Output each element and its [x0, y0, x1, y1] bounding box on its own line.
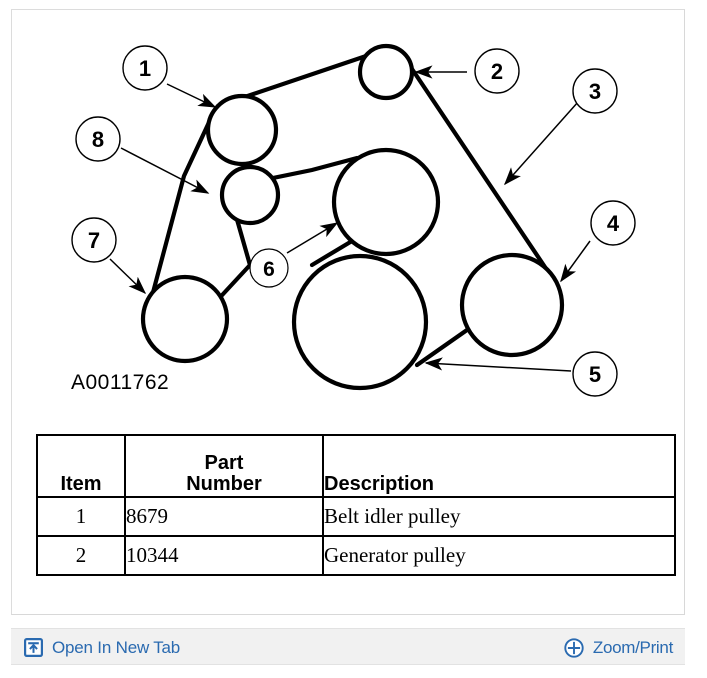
callout-8-label: 8	[92, 127, 104, 152]
leader-8	[120, 147, 210, 194]
table-row: 2 10344 Generator pulley	[36, 535, 676, 576]
row-0-part-number: 8679	[124, 496, 324, 537]
pulley-tensioner	[140, 274, 230, 364]
viewer-toolbar: Open In New Tab Zoom/Print	[11, 628, 685, 665]
pulley-generator	[357, 43, 415, 101]
parts-table-body: 1 8679 Belt idler pulley 2 10344 Generat…	[36, 496, 676, 576]
table-header-row: Item Part Number Description	[36, 434, 676, 498]
header-part-number-line2: Number	[186, 473, 262, 496]
row-0-item: 1	[36, 496, 126, 537]
callout-7[interactable]: 7	[71, 217, 117, 263]
header-part-number-line1: Part	[204, 451, 244, 474]
callout-5[interactable]: 5	[572, 351, 618, 397]
callout-3-label: 3	[589, 79, 601, 104]
header-item: Item	[36, 434, 126, 498]
belt-segment-left-down	[148, 115, 214, 303]
belt-routing-diagram: 1 2 3 4 5	[12, 10, 684, 410]
leader-5	[424, 357, 572, 372]
header-item-label: Item	[60, 473, 102, 496]
callout-7-label: 7	[88, 228, 100, 253]
open-in-new-tab-button[interactable]: Open In New Tab	[24, 629, 180, 666]
parts-table: Item Part Number Description	[36, 434, 676, 576]
row-1-part-number: 10344	[124, 535, 324, 576]
belt-segment-center-link	[309, 235, 360, 268]
pulley-power-steering	[459, 252, 565, 358]
callout-6[interactable]: 6	[249, 248, 289, 288]
callout-1-label: 1	[139, 56, 151, 81]
row-1-description: Generator pulley	[322, 535, 676, 576]
leader-6	[286, 222, 339, 254]
row-1-item: 2	[36, 535, 126, 576]
plus-circle-icon	[564, 637, 584, 658]
open-in-new-tab-label: Open In New Tab	[52, 637, 181, 657]
table-row: 1 8679 Belt idler pulley	[36, 496, 676, 537]
callout-bubble-group: 1 2 3 4 5	[71, 45, 636, 397]
pulley-belt-idler	[205, 93, 279, 167]
figure-code-label: A0011762	[71, 371, 169, 394]
leader-4	[560, 240, 591, 283]
pulley-group	[140, 43, 565, 391]
pulley-crankshaft	[291, 253, 429, 391]
leader-7	[109, 258, 147, 295]
row-0-description: Belt idler pulley	[322, 496, 676, 537]
diagram-content-card: 1 2 3 4 5	[11, 9, 685, 615]
header-part-number: Part Number	[124, 434, 324, 498]
open-in-new-tab-icon	[24, 638, 43, 657]
callout-4[interactable]: 4	[590, 200, 636, 246]
zoom-print-label: Zoom/Print	[592, 637, 673, 657]
parts-table-head: Item Part Number Description	[36, 434, 676, 498]
callout-8[interactable]: 8	[75, 116, 121, 162]
callout-1[interactable]: 1	[122, 45, 168, 91]
callout-3[interactable]: 3	[572, 68, 618, 114]
diagram-svg: 1 2 3 4 5	[71, 43, 636, 397]
zoom-print-button[interactable]: Zoom/Print	[564, 629, 673, 666]
leader-3	[504, 101, 579, 186]
pulley-small-idler	[219, 164, 281, 226]
callout-5-label: 5	[589, 362, 601, 387]
callout-6-label: 6	[263, 258, 275, 281]
callout-4-label: 4	[607, 211, 620, 236]
belt-segment-right-diagonal	[409, 66, 558, 285]
pulley-water-pump	[331, 147, 441, 257]
callout-2[interactable]: 2	[474, 48, 520, 94]
header-description-label: Description	[324, 473, 435, 496]
callout-leader-group	[109, 65, 591, 372]
callout-2-label: 2	[491, 59, 503, 84]
parts-table-container: Item Part Number Description	[36, 434, 676, 576]
header-description: Description	[322, 434, 676, 498]
leader-1	[166, 83, 217, 108]
